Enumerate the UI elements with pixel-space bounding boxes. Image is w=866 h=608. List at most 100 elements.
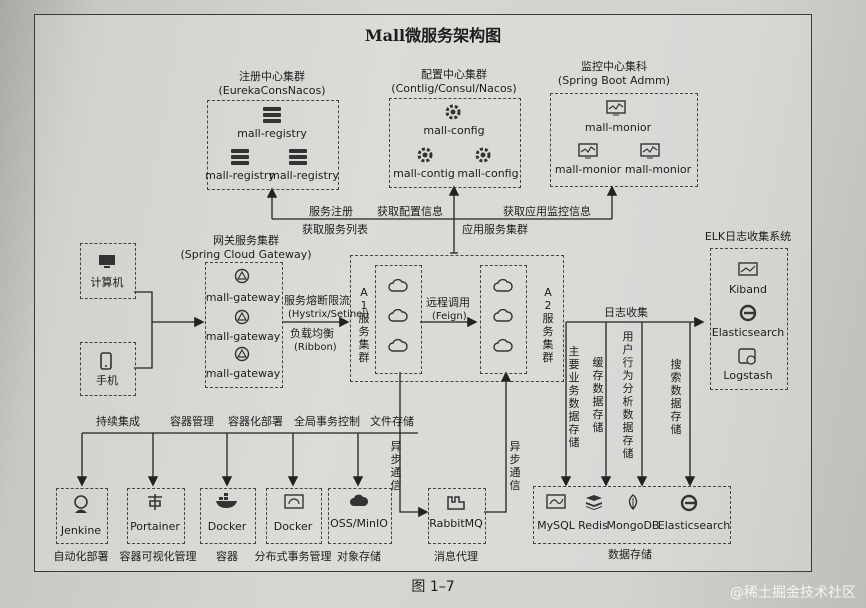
monitor-subtitle: (Spring Boot Admm)	[557, 74, 671, 87]
feign-label: (Feign)	[432, 311, 467, 322]
storage-node: Elasticsearch	[657, 519, 731, 532]
elasticsearch-icon	[739, 304, 757, 322]
phone-icon	[100, 352, 112, 370]
monitor-icon	[640, 143, 660, 159]
watermark: @稀土掘金技术社区	[730, 585, 856, 601]
ops-node: RabbitMQ	[429, 517, 483, 530]
elk-title: ELK日志收集系统	[704, 230, 792, 243]
phone-client-box	[80, 342, 136, 396]
cloud-icon	[493, 278, 513, 292]
get-monitor-label: 获取应用监控信息	[503, 205, 591, 218]
redis-icon	[586, 495, 602, 510]
async-label-left: 异步通信	[390, 440, 402, 492]
monitor-icon	[606, 100, 626, 116]
elasticsearch-icon	[680, 494, 698, 512]
docker-icon	[216, 493, 237, 508]
ops-label-transaction: 全局事务控制	[294, 415, 360, 428]
gateway-icon	[234, 309, 250, 325]
gateway-node: mall-gateway	[205, 367, 281, 380]
config-node: mall-config	[423, 124, 485, 137]
computer-label: 计算机	[90, 276, 124, 289]
rabbitmq-box	[428, 488, 486, 544]
oss-minio-box	[328, 488, 392, 544]
config-title: 配置中心集群	[421, 68, 487, 81]
app-service-cluster-box	[350, 255, 564, 382]
hystrix-label: (Hystrix/Setinel)	[288, 309, 370, 320]
monitor-node: mall-monior	[624, 163, 692, 176]
cloud-icon	[388, 338, 408, 352]
ops-caption: 消息代理	[434, 550, 478, 563]
ops-label-ci: 持续集成	[96, 415, 140, 428]
ribbon-label: (Ribbon)	[294, 342, 337, 353]
service-register-label: 服务注册	[309, 205, 353, 218]
load-balance-label: 负载均衡	[290, 327, 334, 340]
ops-node: Portainer	[130, 520, 180, 533]
a2-cluster-label: A2服务集群	[542, 286, 554, 364]
ops-caption: 容器	[216, 550, 238, 563]
figure-caption: 图 1–7	[411, 579, 455, 595]
server-icon	[263, 107, 281, 123]
logstash-icon	[738, 348, 756, 365]
gear-icon	[475, 147, 491, 163]
server-icon	[289, 149, 307, 165]
get-service-list-label: 获取服务列表	[302, 223, 368, 236]
config-node: mall-contig	[393, 167, 455, 180]
a2-cluster-box	[480, 265, 527, 374]
monitor-node: mall-monior	[584, 121, 652, 134]
behavior-storage-label: 用户行为分析数据存储	[622, 330, 634, 460]
jenkins-box	[56, 488, 108, 544]
gear-icon	[445, 104, 461, 120]
storage-node: MySQL	[537, 519, 575, 532]
get-config-label: 获取配置信息	[377, 205, 443, 218]
registry-node: mall-registry	[269, 169, 339, 182]
mysql-icon	[546, 494, 566, 509]
mongodb-icon	[628, 494, 638, 510]
registry-subtitle: (EurekaConsNacos)	[218, 84, 326, 97]
cache-storage-label: 缓存数据存储	[592, 356, 604, 434]
data-storage-title: 数据存储	[608, 548, 652, 561]
main-storage-label: 主要业务数据存储	[568, 345, 580, 449]
async-label-right: 异步通信	[509, 440, 521, 492]
ops-node: Docker	[273, 520, 313, 533]
registry-node: mall-registry	[237, 127, 307, 140]
config-subtitle: (Contlig/Consul/Nacos)	[391, 82, 517, 95]
portainer-icon	[148, 494, 162, 510]
monitor-icon	[578, 143, 598, 159]
cloud-icon	[388, 308, 408, 322]
server-icon	[231, 149, 249, 165]
gateway-cluster-box	[205, 262, 283, 388]
ops-label-deploy: 容器化部署	[228, 415, 283, 428]
data-storage-box	[533, 486, 731, 544]
monitor-title: 监控中心集科	[581, 60, 647, 73]
diagram-frame	[34, 14, 812, 572]
ops-node: Docker	[207, 520, 247, 533]
elk-node: Kiband	[729, 283, 767, 296]
rabbitmq-icon	[447, 496, 465, 510]
gateway-title: 网关服务集群	[213, 234, 279, 247]
monitor-cluster-box	[550, 93, 698, 187]
docker-transaction-box	[266, 488, 322, 544]
portainer-box	[127, 488, 185, 544]
gear-icon	[417, 147, 433, 163]
phone-label: 手机	[96, 374, 118, 387]
elk-node: Logstash	[723, 369, 773, 382]
cloud-icon	[493, 308, 513, 322]
computer-icon	[99, 255, 115, 268]
elk-node: Elasticsearch	[711, 326, 785, 339]
config-cluster-box	[389, 98, 521, 188]
gateway-node: mall-gateway	[205, 291, 281, 304]
registry-title: 注册中心集群	[239, 70, 305, 83]
computer-client-box	[80, 243, 136, 299]
diagram-title: Mall微服务架构图	[364, 26, 502, 45]
circuit-breaker-label: 服务熔断限流	[284, 294, 350, 307]
registry-node: mall-registry	[205, 169, 275, 182]
search-storage-label: 搜索数据存储	[670, 358, 682, 436]
ops-node: OSS/MinIO	[330, 517, 388, 530]
elk-system-box	[710, 248, 788, 390]
remote-call-label: 远程调用	[426, 296, 470, 309]
cloud-storage-icon	[350, 494, 369, 506]
app-service-cluster-label: 应用服务集群	[462, 223, 528, 236]
ops-node: Jenkine	[60, 524, 102, 537]
